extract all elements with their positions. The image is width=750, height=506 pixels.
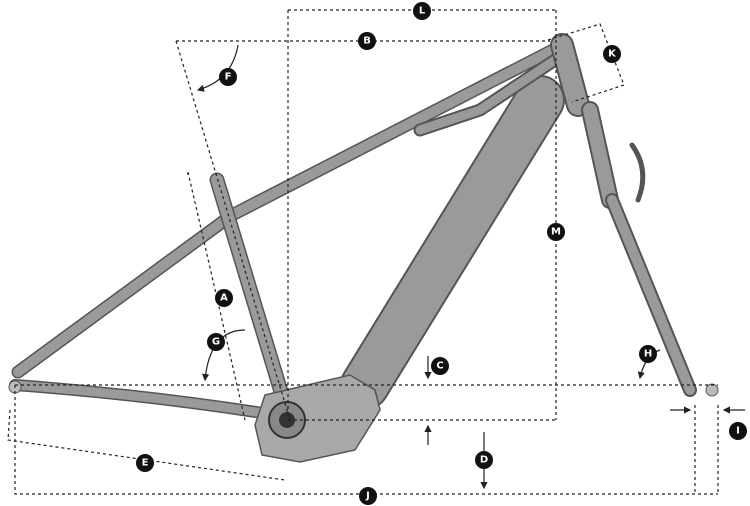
svg-text:F: F [225, 72, 232, 83]
label-h: H [639, 345, 657, 363]
svg-text:L: L [419, 6, 426, 17]
svg-text:M: M [551, 227, 561, 238]
label-b: B [358, 32, 376, 50]
bike-frame [8, 33, 719, 463]
svg-text:E: E [142, 458, 149, 469]
svg-text:C: C [436, 361, 443, 372]
label-k: K [603, 45, 621, 63]
label-a: A [215, 289, 233, 307]
label-i: I [729, 422, 747, 440]
label-c: C [431, 357, 449, 375]
svg-text:H: H [644, 349, 652, 360]
label-g: G [207, 333, 225, 351]
svg-text:K: K [608, 49, 617, 60]
svg-text:B: B [363, 36, 371, 47]
svg-text:D: D [480, 455, 488, 466]
label-f: F [219, 68, 237, 86]
label-e: E [136, 454, 154, 472]
label-d: D [475, 451, 493, 469]
svg-text:I: I [736, 426, 740, 437]
svg-text:A: A [220, 293, 228, 304]
label-m: M [547, 223, 565, 241]
label-j: J [359, 487, 377, 505]
svg-text:J: J [365, 491, 370, 502]
svg-text:G: G [212, 337, 220, 348]
label-l: L [413, 2, 431, 20]
